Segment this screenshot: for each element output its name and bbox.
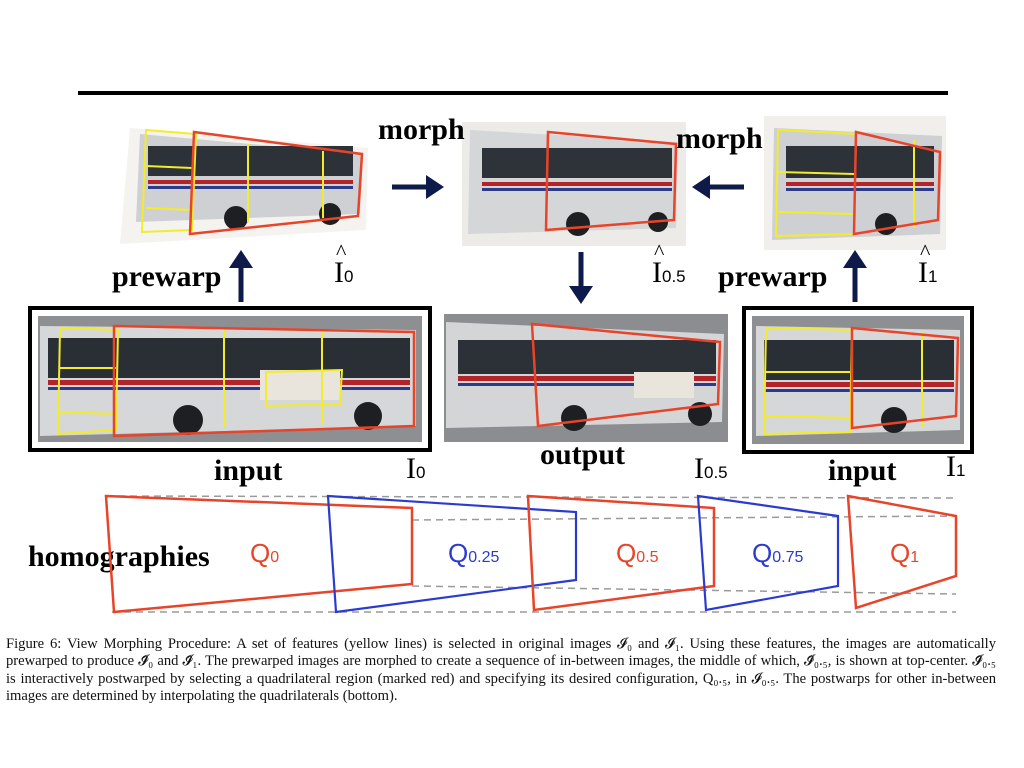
arrow-up-icon-left [226, 250, 256, 302]
morphed-image-i05 [462, 122, 686, 246]
prewarp-label-left: prewarp [112, 260, 222, 293]
quad-q0 [104, 494, 414, 614]
quad-label-q075: Q0.75 [752, 538, 804, 568]
quad-q025 [326, 494, 578, 614]
quad-label-q025: Q0.25 [448, 538, 500, 568]
symbol-i1: I1 [946, 450, 966, 483]
symbol-i05: I0.5 [694, 452, 728, 485]
quad-label-q0: Q0 [250, 538, 280, 568]
input-image-i1 [752, 316, 964, 444]
prewarped-image-i0 [118, 118, 370, 246]
symbol-i0: I0 [406, 452, 426, 485]
quad-label-q1: Q1 [890, 538, 920, 568]
arrow-down-icon [566, 252, 596, 304]
figure-caption: Figure 6: View Morphing Procedure: A set… [6, 636, 996, 704]
morph-label-right: morph [676, 122, 763, 155]
quad-label-q05: Q0.5 [616, 538, 659, 568]
output-label: output [540, 438, 626, 471]
arrow-up-icon-right [840, 250, 870, 302]
input-label-left: input [214, 454, 283, 487]
top-rule [78, 91, 948, 95]
input-frame-left [28, 306, 432, 452]
quad-q05 [526, 494, 716, 612]
prewarped-image-i1 [764, 116, 946, 250]
prewarp-label-right: prewarp [718, 260, 828, 293]
input-frame-right [742, 306, 974, 454]
homographies-diagram [100, 490, 970, 620]
output-image-i05 [444, 314, 728, 442]
homographies-label: homographies [28, 540, 210, 573]
input-image-i0 [38, 316, 422, 442]
symbol-i1-hat: I1 [918, 241, 937, 288]
arrow-right-icon [392, 172, 444, 202]
symbol-i05-hat: I0.5 [652, 241, 686, 288]
morph-label-left: morph [378, 113, 465, 146]
input-label-right: input [828, 454, 897, 487]
quad-q075 [696, 494, 840, 612]
symbol-i0-hat: I0 [334, 241, 353, 288]
arrow-left-icon [692, 172, 744, 202]
quad-q1 [846, 494, 958, 610]
